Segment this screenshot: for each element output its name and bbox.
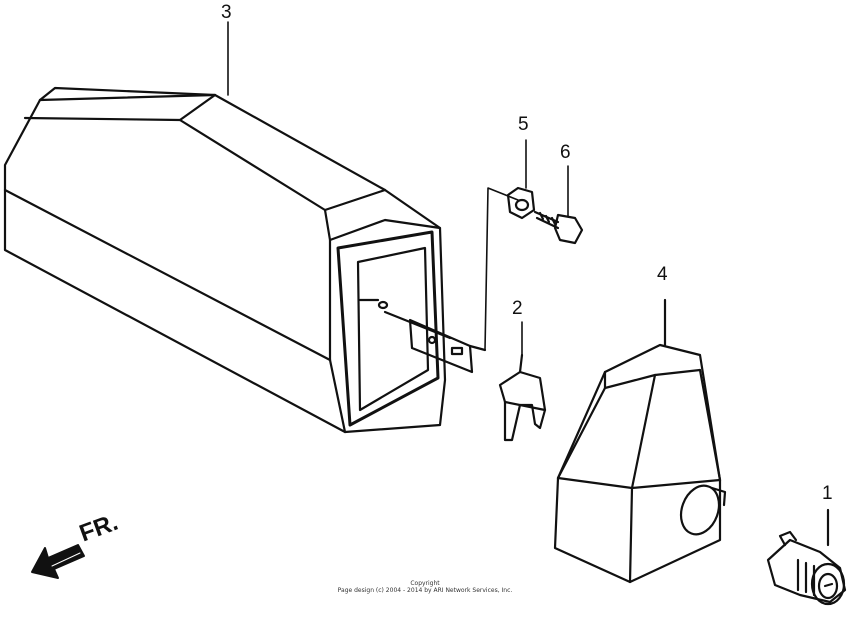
part-6-bolt xyxy=(533,210,584,245)
part-5-nut xyxy=(506,186,536,220)
bracket-plate xyxy=(408,318,487,374)
callout-6: 6 xyxy=(560,142,571,163)
part-3-cover xyxy=(3,86,452,434)
callout-5: 5 xyxy=(518,114,529,135)
callout-2: 2 xyxy=(512,298,523,319)
part-1-switch xyxy=(766,508,847,606)
callout-1: 1 xyxy=(822,483,833,504)
part-2-clip xyxy=(498,353,547,442)
copyright-line-2: Page design (c) 2004 - 2014 by ARI Netwo… xyxy=(337,587,513,594)
part-4-boot xyxy=(553,298,727,584)
copyright-line-1: Copyright xyxy=(410,580,440,587)
front-arrow-icon xyxy=(31,544,85,579)
callout-3: 3 xyxy=(221,2,232,23)
callout-4: 4 xyxy=(657,264,668,285)
